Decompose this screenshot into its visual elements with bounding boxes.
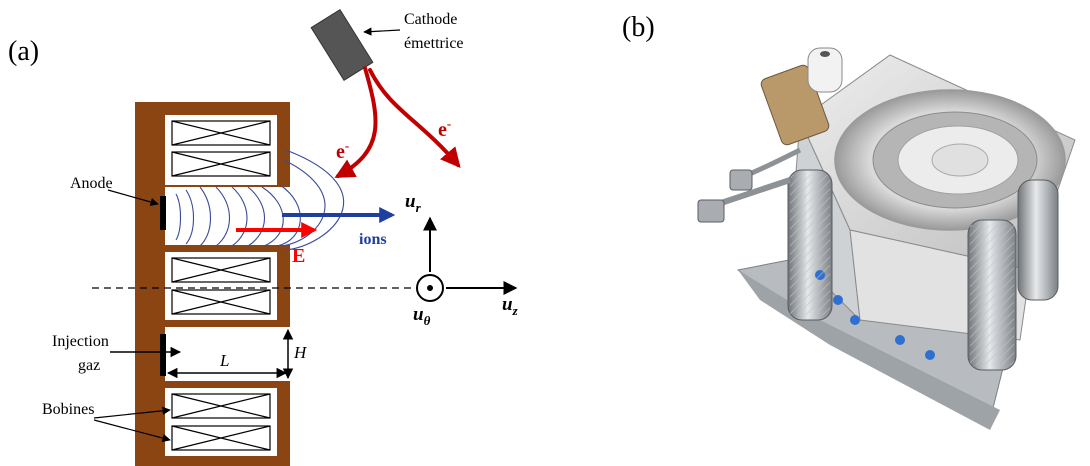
cathode-label-line2: émettrice	[404, 35, 464, 52]
panel-b-label: (b)	[622, 12, 655, 43]
electron-label-left: e-	[336, 138, 349, 163]
axis-theta-label: uθ	[413, 304, 431, 328]
coil	[171, 289, 271, 315]
gas-fitting	[697, 199, 725, 223]
axis-r-label: ur	[405, 191, 422, 215]
coils	[171, 120, 271, 451]
cathode-body	[310, 9, 374, 81]
dimension-H-label: H	[293, 343, 308, 362]
coil	[171, 120, 271, 146]
cathode-label-line1: Cathode	[404, 11, 457, 28]
dimension-L-label: L	[219, 351, 229, 370]
panel-a: (a)	[8, 9, 519, 466]
coordinate-axes: ur uz uθ	[405, 191, 519, 328]
coils-pointer-1	[93, 406, 171, 419]
panel-b: (b)	[622, 12, 1076, 430]
coil-texture-right	[970, 225, 1014, 365]
electron-path-to-channel	[334, 66, 378, 178]
thruster-photo	[697, 47, 1076, 430]
coil-cylinder-right-top	[1017, 179, 1059, 301]
center-disc	[931, 143, 989, 177]
panel-a-label: (a)	[8, 36, 39, 67]
axis-z-label: uz	[502, 294, 519, 318]
magnetic-field-lines	[175, 149, 344, 251]
coil-texture	[790, 175, 830, 315]
electron-paths	[334, 66, 461, 178]
anode-pointer	[107, 189, 159, 207]
field-label: E	[292, 245, 305, 267]
coil	[171, 393, 271, 419]
blue-screws	[815, 270, 935, 360]
upper-channel	[165, 187, 290, 245]
coils-label: Bobines	[42, 401, 94, 418]
coils-pointer-2	[93, 419, 171, 443]
injection-label-line2: gaz	[78, 357, 100, 374]
injection-plate	[160, 334, 166, 376]
cathode-pointer	[363, 27, 401, 36]
anode-plate	[160, 196, 166, 230]
injection-label-line1: Injection	[52, 333, 109, 350]
electron-path-outward	[368, 68, 461, 169]
electron-label-right: e-	[438, 116, 451, 141]
coil	[171, 425, 271, 451]
cathode-cap	[807, 47, 843, 93]
ions-label: ions	[359, 231, 387, 248]
axis-theta-dot	[427, 285, 433, 291]
coil	[171, 151, 271, 177]
anode-label: Anode	[70, 175, 113, 192]
cathode: Cathode émettrice	[310, 9, 464, 81]
coil	[171, 257, 271, 283]
cathode-cap-hole	[820, 51, 830, 57]
gas-fitting-2	[729, 169, 753, 191]
